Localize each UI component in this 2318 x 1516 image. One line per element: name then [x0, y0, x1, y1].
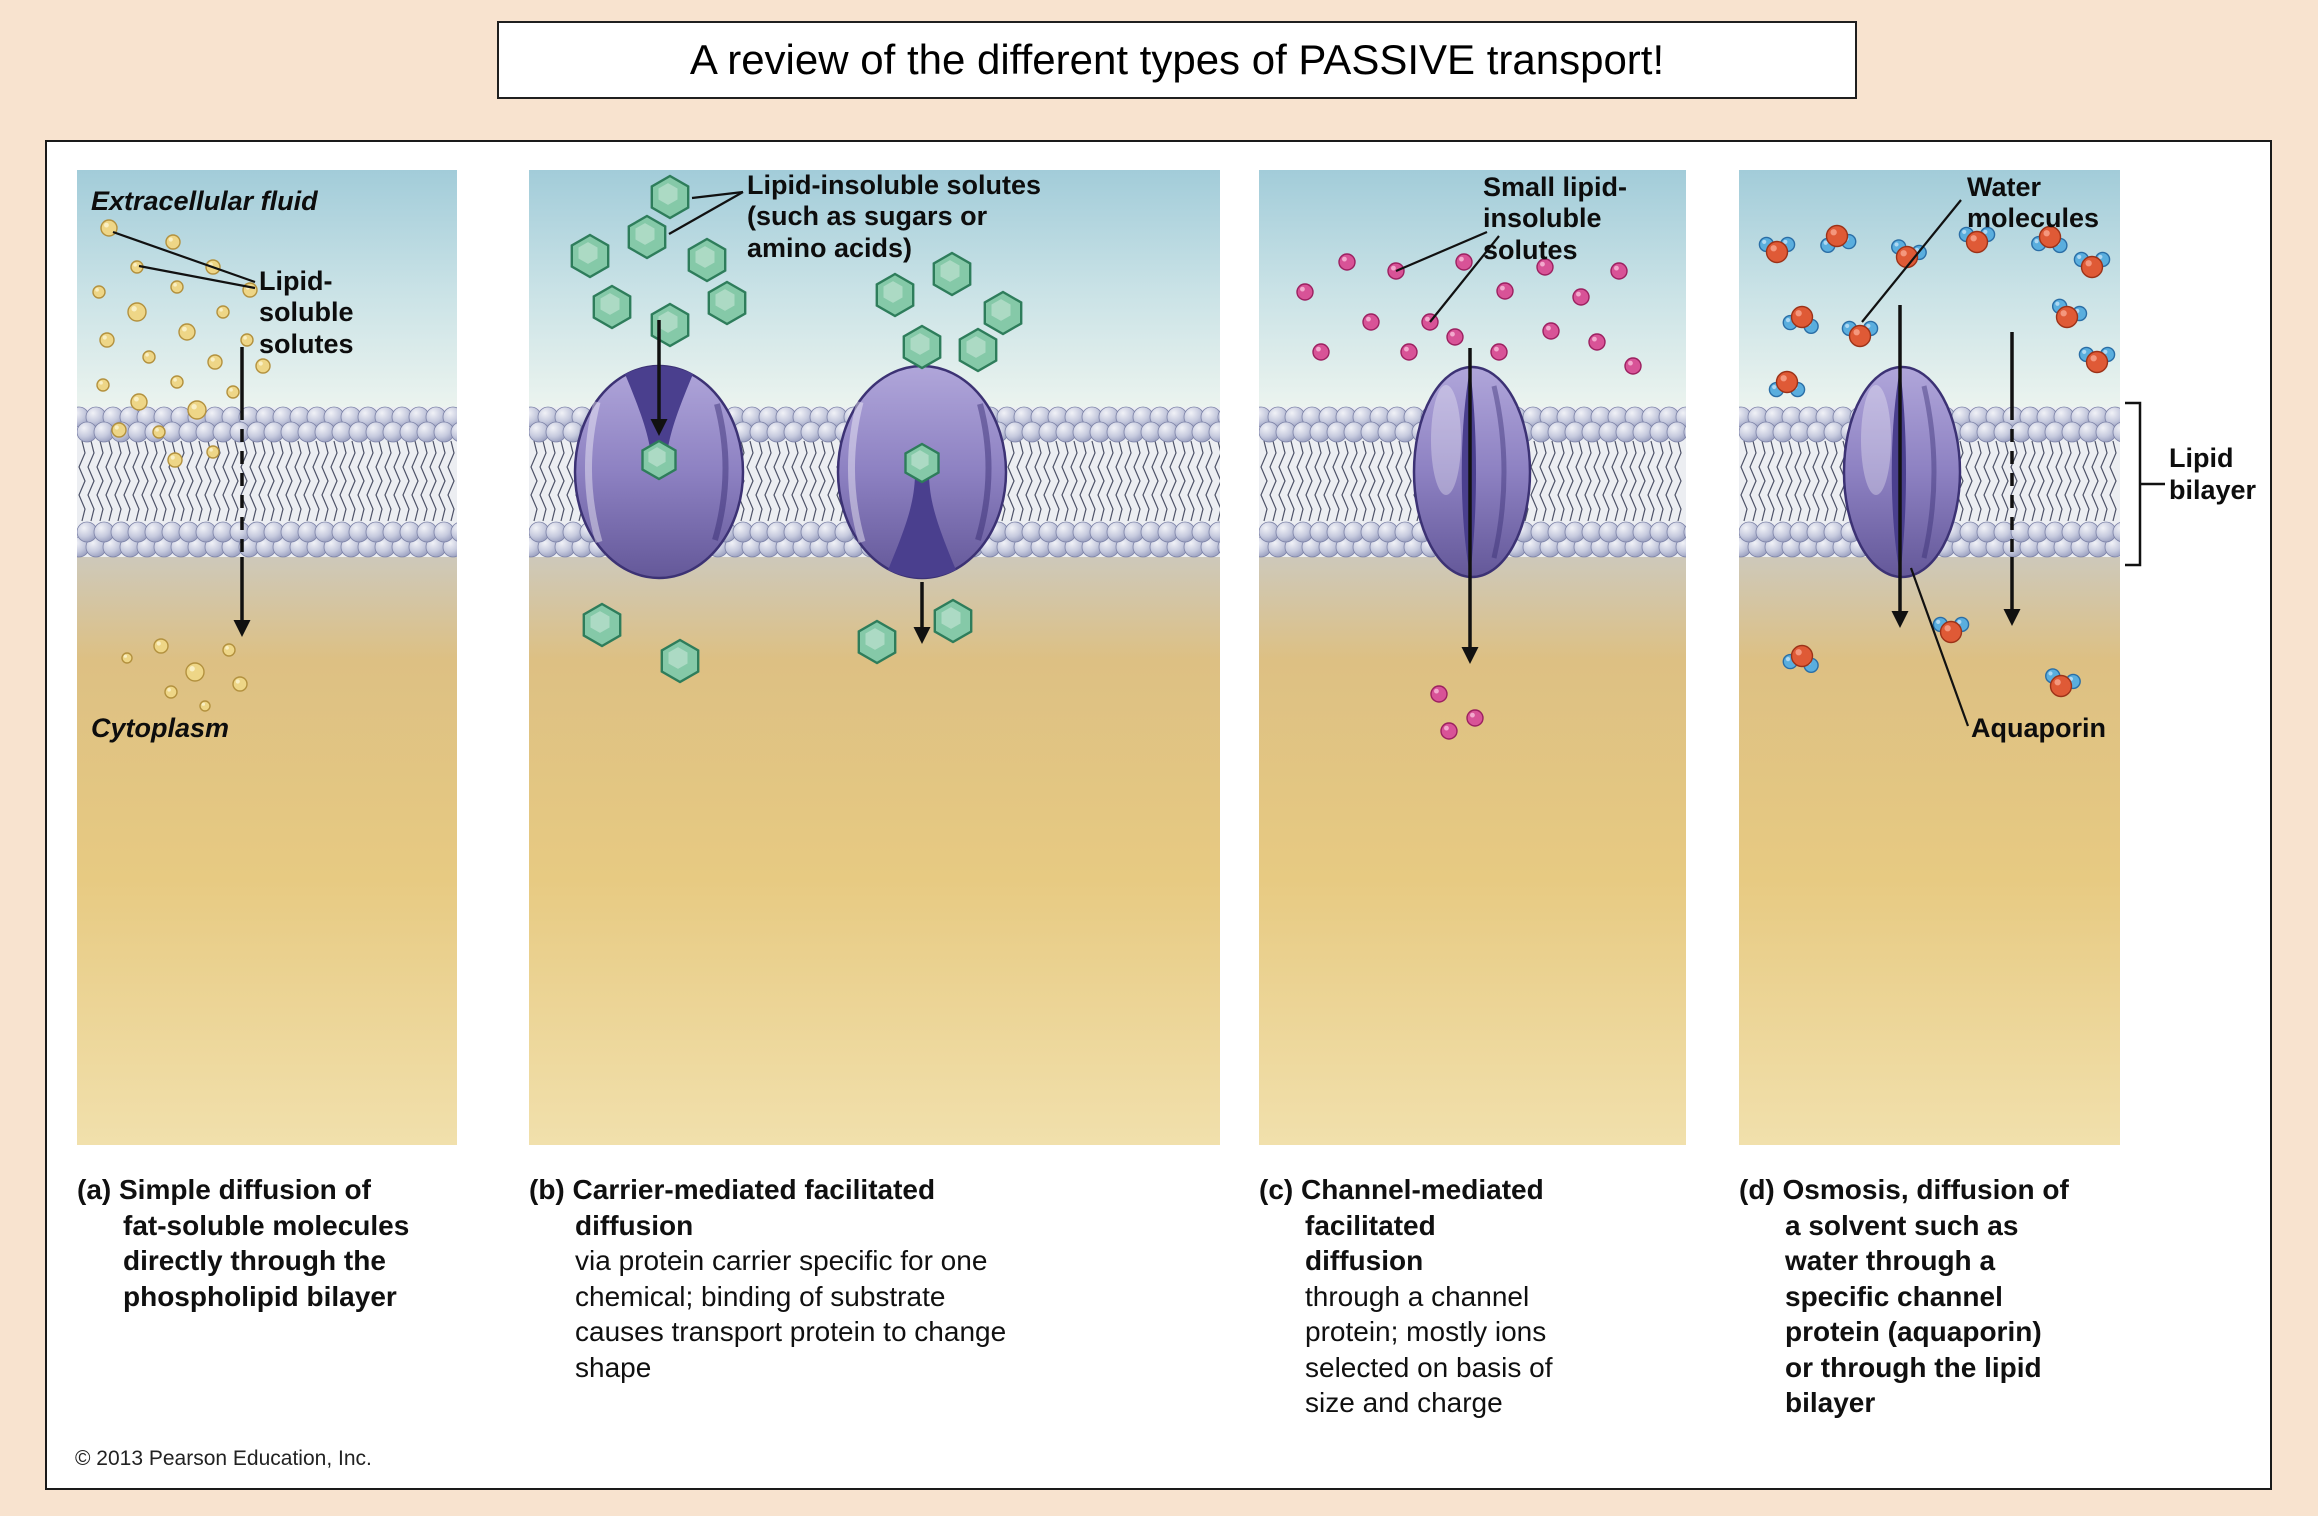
caption-term: Channel-mediated facilitated diffusion [1301, 1174, 1544, 1277]
caption-term: Osmosis [1782, 1174, 1901, 1205]
lipid-insoluble-solutes-label: Lipid-insoluble solutes (such as sugars … [747, 170, 1042, 263]
lipid-bilayer-bracket [2125, 401, 2165, 567]
lipid-soluble-solutes-cytoplasm [121, 638, 248, 712]
caption-channel-mediated: (c) Channel-mediated facilitated diffusi… [1259, 1172, 1559, 1421]
transport-arrow [233, 347, 251, 637]
copyright-notice: © 2013 Pearson Education, Inc. [75, 1447, 372, 1470]
caption-simple-diffusion: (a) Simple diffusion of fat-soluble mole… [77, 1172, 422, 1314]
extracellular-fluid-label: Extracellular fluid [91, 186, 318, 216]
caption-osmosis: (d) Osmosis, diffusion of a solvent such… [1739, 1172, 2074, 1421]
caption-description: through a channel protein; mostly ions s… [1305, 1280, 1553, 1419]
caption-description: of fat-soluble molecules directly throug… [123, 1174, 410, 1312]
label-pointer-line [138, 264, 256, 290]
panel-carrier-mediated: Lipid-insoluble solutes (such as sugars … [529, 170, 1220, 1145]
small-lipid-insoluble-solutes-label: Small lipid- insoluble solutes [1483, 172, 1628, 265]
membrane-illustration-d [1739, 170, 2120, 1145]
caption-prefix: (b) [529, 1174, 573, 1205]
label-pointer-line [1429, 235, 1500, 323]
caption-prefix: (a) [77, 1174, 119, 1205]
lipid-insoluble-solutes-cytoplasm [582, 598, 973, 684]
panel-channel-mediated: Small lipid- insoluble solutes [1259, 170, 1686, 1145]
cytoplasm-label: Cytoplasm [91, 713, 230, 743]
lipid-soluble-solutes-extracellular [92, 219, 271, 468]
caption-prefix: (c) [1259, 1174, 1301, 1205]
phospholipid-heads [77, 406, 457, 558]
transport-arrow [1461, 348, 1479, 664]
label-pointer-line [112, 230, 256, 284]
aquaporin-protein [1842, 365, 1962, 579]
label-pointer-line [691, 190, 744, 200]
ion-solutes-cytoplasm [1430, 685, 1484, 740]
lipid-soluble-solutes-label: Lipid- soluble solutes [259, 266, 354, 359]
channel-protein [1412, 365, 1532, 579]
caption-term: Carrier-mediated facilitated diffusion [572, 1174, 936, 1241]
carrier-protein-right [836, 364, 1008, 580]
water-molecules-label: Water molecules [1967, 172, 2100, 234]
caption-term: Simple diffusion [119, 1174, 337, 1205]
label-pointer-line [1395, 230, 1488, 273]
caption-description: , diffusion of a solvent such as water t… [1785, 1174, 2069, 1419]
transport-arrow [2003, 332, 2021, 626]
cytoplasm-region [1259, 554, 1686, 1145]
transport-arrow [913, 582, 931, 644]
aquaporin-label: Aquaporin [1971, 713, 2106, 743]
carrier-protein-left [573, 364, 745, 580]
phospholipid-tails [78, 440, 455, 522]
ion-solutes-extracellular [1296, 253, 1642, 375]
water-molecules-cytoplasm [1782, 616, 2081, 698]
label-pointer-line [1861, 199, 1962, 323]
lipid-bilayer-label: Lipid bilayer [2169, 443, 2257, 506]
label-pointer-line [1909, 567, 1970, 727]
extracellular-fluid-region [1739, 170, 2120, 410]
title-banner: A review of the different types of PASSI… [497, 21, 1857, 99]
cytoplasm-region [1739, 554, 2120, 1145]
transport-arrow [1891, 305, 1909, 628]
label-pointer-line [668, 191, 744, 235]
membrane-illustration-c [1259, 170, 1686, 1145]
membrane-illustration-b [529, 170, 1220, 1145]
membrane-illustration-a [77, 170, 457, 1145]
water-molecules-extracellular [1758, 224, 2116, 398]
cytoplasm-region [77, 554, 457, 1145]
caption-description: via protein carrier specific for one che… [575, 1245, 1007, 1383]
caption-carrier-mediated: (b) Carrier-mediated facilitated diffusi… [529, 1172, 1019, 1385]
caption-prefix: (d) [1739, 1174, 1783, 1205]
transport-arrow [650, 320, 668, 436]
lipid-insoluble-solutes-extracellular [570, 174, 1023, 373]
